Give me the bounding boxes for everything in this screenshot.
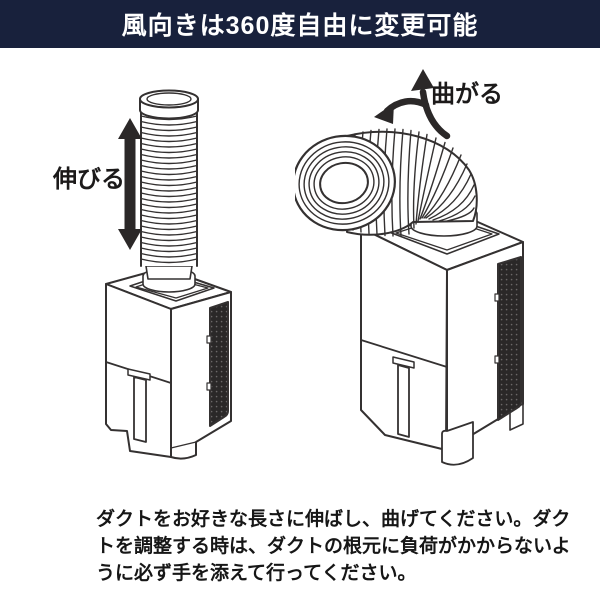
- banner: 風向きは360度自由に変更可能: [0, 0, 600, 48]
- description-line: ダクトをお好きな長さに伸ばし、曲げてください。ダク: [96, 509, 571, 530]
- bend-label: 曲がる: [431, 81, 503, 108]
- banner-title: 風向きは360度自由に変更可能: [121, 12, 479, 40]
- bend-arrow-icon: [374, 69, 451, 140]
- description-line: トを調整する時は、ダクトの根元に負荷がかからないよ: [96, 536, 571, 557]
- duct-bent: [295, 128, 478, 237]
- description-line: うに必ず手を添えて行ってください。: [96, 563, 417, 584]
- cooler-unit-large: [360, 203, 524, 466]
- extend-figure: [105, 89, 232, 460]
- extend-arrow-icon: [118, 118, 142, 250]
- description-text: ダクトをお好きな長さに伸ばし、曲げてください。ダク トを調整する時は、ダクトの根…: [96, 506, 571, 587]
- mesh-vent-panel: [209, 301, 229, 427]
- mesh-vent-panel: [497, 256, 522, 421]
- extend-label: 伸びる: [53, 166, 125, 193]
- bend-figure: [295, 69, 524, 466]
- cooler-unit-small: [105, 267, 232, 460]
- duct-vertical: [139, 89, 199, 280]
